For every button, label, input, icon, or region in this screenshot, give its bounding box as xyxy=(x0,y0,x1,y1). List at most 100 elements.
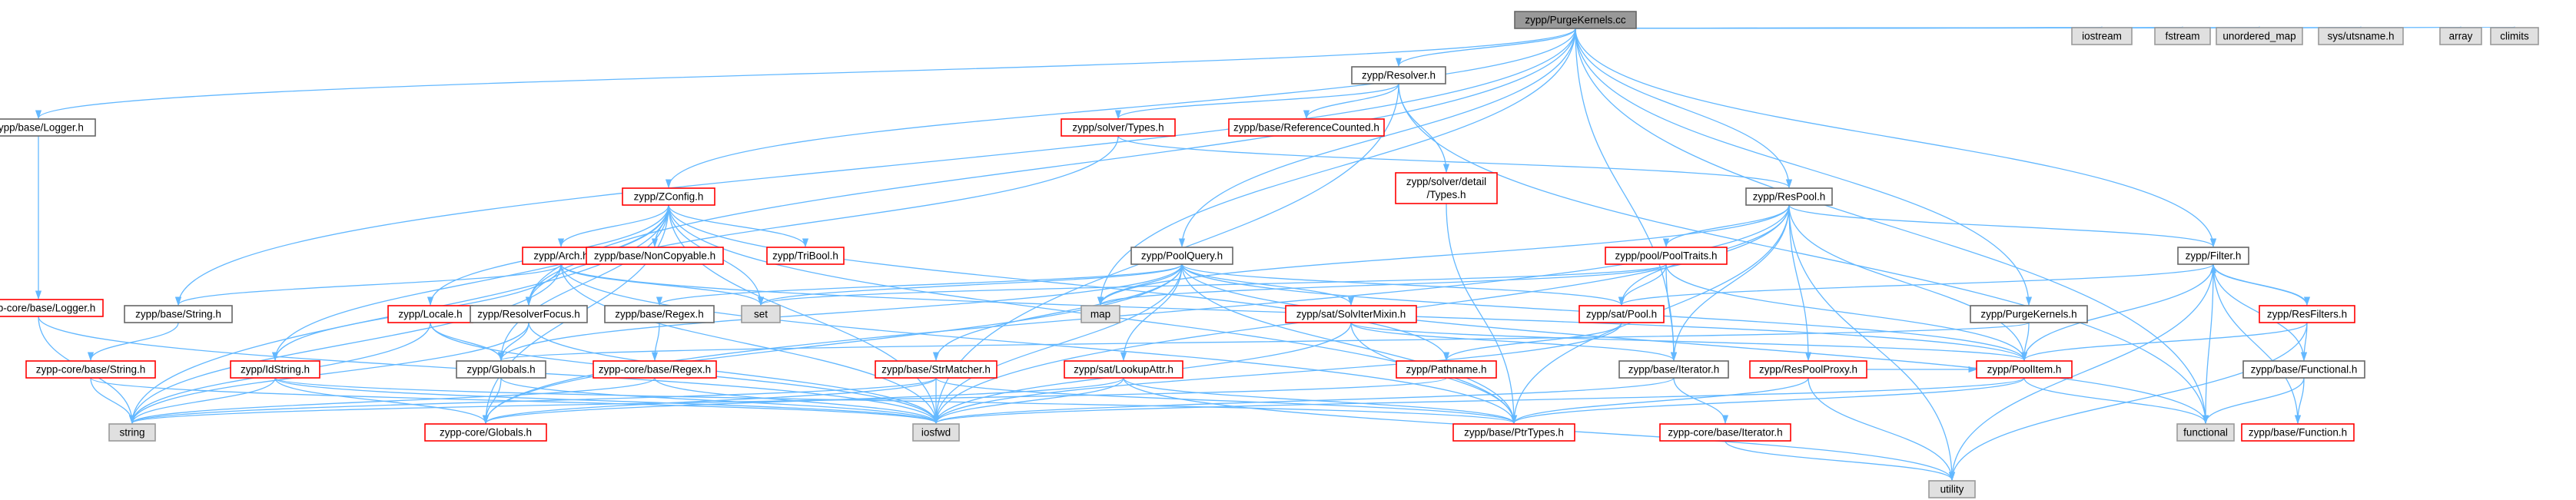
node-solvitermixin[interactable]: zypp/sat/SolvIterMixin.h xyxy=(1285,305,1417,323)
node-box-corelogger xyxy=(0,299,104,317)
node-poolquery[interactable]: zypp/PoolQuery.h xyxy=(1130,247,1233,265)
node-box-zconfig xyxy=(622,187,715,206)
edge-string-to-corestring xyxy=(87,322,179,362)
node-pathname[interactable]: zypp/Pathname.h xyxy=(1396,360,1497,379)
node-box-satpool xyxy=(1578,305,1665,323)
node-box-utility xyxy=(1928,480,1976,498)
nodes-layer: zypp/PurgeKernels.cc zypp/base/Logger.h zy… xyxy=(0,11,2539,498)
node-coreiterator[interactable]: zypp-core/base/Iterator.h xyxy=(1659,423,1791,442)
node-refcounted[interactable]: zypp/base/ReferenceCounted.h xyxy=(1228,118,1385,137)
edge-poolquery-to-regex xyxy=(656,263,1183,306)
node-tribool[interactable]: zypp/TriBool.h xyxy=(766,247,845,265)
node-label-coreiterator: zypp-core/base/Iterator.h xyxy=(1668,427,1782,439)
edge-poolquery-to-lookupattr xyxy=(1120,263,1183,362)
node-label-fstream: fstream xyxy=(2165,31,2199,42)
node-arch[interactable]: zypp/Arch.h xyxy=(522,247,600,265)
edge-solvitermixin-to-iterator xyxy=(1350,322,1677,362)
node-climits: climits xyxy=(2490,27,2539,45)
node-label-idstring: zypp/IdString.h xyxy=(241,364,310,376)
node-corestring[interactable]: zypp-core/base/String.h xyxy=(25,360,156,379)
node-strmatcher[interactable]: zypp/base/StrMatcher.h xyxy=(875,360,998,379)
node-box-set xyxy=(741,305,781,323)
edge-idstring-to-stdstring xyxy=(128,377,276,425)
node-respool[interactable]: zypp/ResPool.h xyxy=(1745,187,1833,206)
node-globals[interactable]: zypp/Globals.h xyxy=(456,360,546,379)
node-purgekernels[interactable]: zypp/PurgeKernels.h xyxy=(1970,305,2088,323)
node-ptrtypes[interactable]: zypp/base/PtrTypes.h xyxy=(1452,423,1575,442)
node-box-ptrtypes xyxy=(1452,423,1575,442)
node-zconfig[interactable]: zypp/ZConfig.h xyxy=(622,187,715,206)
node-label-refcounted: zypp/base/ReferenceCounted.h xyxy=(1233,122,1379,134)
edge-purgekernels-to-poolitem xyxy=(2020,322,2030,362)
node-coreglobals[interactable]: zypp-core/Globals.h xyxy=(424,423,547,442)
node-label-filter: zypp/Filter.h xyxy=(2186,250,2242,262)
node-function_h[interactable]: zypp/base/Function.h xyxy=(2241,423,2355,442)
edge-corestring-to-stdstring xyxy=(90,377,136,425)
node-set: set xyxy=(741,305,781,323)
node-label-iostream: iostream xyxy=(2082,31,2122,42)
node-detailtypes[interactable]: zypp/solver/detail/Types.h xyxy=(1395,172,1498,204)
edge-filter-to-functional xyxy=(2202,263,2214,425)
node-satpool[interactable]: zypp/sat/Pool.h xyxy=(1578,305,1665,323)
edge-pooltraits-to-poolitem xyxy=(1665,263,2028,362)
node-box-resolverfocus xyxy=(470,305,588,323)
edge-poolquery-to-solvitermixin xyxy=(1181,263,1355,306)
edge-poolquery-to-set xyxy=(758,263,1183,306)
node-idstring[interactable]: zypp/IdString.h xyxy=(230,360,320,379)
node-box-iostream xyxy=(2071,27,2133,45)
node-locale[interactable]: zypp/Locale.h xyxy=(387,305,473,323)
node-box-refcounted xyxy=(1228,118,1385,137)
node-box-unordered_map xyxy=(2216,27,2303,45)
node-label-utsname: sys/utsname.h xyxy=(2327,31,2394,42)
node-box-pathname xyxy=(1396,360,1497,379)
node-noncopyable[interactable]: zypp/base/NonCopyable.h xyxy=(586,247,724,265)
node-label-zconfig: zypp/ZConfig.h xyxy=(634,191,704,203)
node-poolitem[interactable]: zypp/PoolItem.h xyxy=(1976,360,2073,379)
edge-arch-to-ptrtypes xyxy=(560,263,1517,425)
node-filter[interactable]: zypp/Filter.h xyxy=(2177,247,2249,265)
edge-zconfig-to-pathname xyxy=(668,204,1449,362)
edge-filter-to-function_h xyxy=(2213,263,2302,425)
node-label-functional: functional xyxy=(2183,427,2228,439)
edge-pathname-to-stdstring xyxy=(129,377,1447,425)
node-box-respoolproxy xyxy=(1749,360,1867,379)
node-label-strmatcher: zypp/base/StrMatcher.h xyxy=(881,364,991,376)
node-map: map xyxy=(1081,305,1120,323)
node-iterator[interactable]: zypp/base/Iterator.h xyxy=(1618,360,1729,379)
node-respoolproxy[interactable]: zypp/ResPoolProxy.h xyxy=(1749,360,1867,379)
node-lookupattr[interactable]: zypp/sat/LookupAttr.h xyxy=(1064,360,1183,379)
node-regex[interactable]: zypp/base/Regex.h xyxy=(604,305,715,323)
node-logger[interactable]: zypp/base/Logger.h xyxy=(0,118,96,137)
node-resolver[interactable]: zypp/Resolver.h xyxy=(1351,66,1446,84)
edge-resolverfocus-to-globals xyxy=(497,322,529,362)
node-root[interactable]: zypp/PurgeKernels.cc xyxy=(1514,11,1637,29)
node-label-detailtypes: /Types.h xyxy=(1426,189,1466,200)
node-box-purgekernels xyxy=(1970,305,2088,323)
node-label-noncopyable: zypp/base/NonCopyable.h xyxy=(594,250,715,262)
node-corelogger[interactable]: zypp-core/base/Logger.h xyxy=(0,299,104,317)
node-label-logger: zypp/base/Logger.h xyxy=(0,122,84,134)
edge-strmatcher-to-stdstring xyxy=(129,377,937,425)
node-coreregex[interactable]: zypp-core/base/Regex.h xyxy=(593,360,717,379)
node-label-iterator: zypp/base/Iterator.h xyxy=(1628,364,1720,376)
edge-arch-to-stdstring xyxy=(128,263,562,425)
node-resfilters[interactable]: zypp/ResFilters.h xyxy=(2259,305,2355,323)
node-resolverfocus[interactable]: zypp/ResolverFocus.h xyxy=(470,305,588,323)
node-box-map xyxy=(1081,305,1120,323)
node-functional_h[interactable]: zypp/base/Functional.h xyxy=(2242,360,2365,379)
node-pooltraits[interactable]: zypp/pool/PoolTraits.h xyxy=(1605,247,1728,265)
node-box-solvitermixin xyxy=(1285,305,1417,323)
edge-iterator-to-iosfwd xyxy=(933,377,1675,425)
node-label-regex: zypp/base/Regex.h xyxy=(615,309,704,320)
edge-regex-to-coreregex xyxy=(651,322,660,362)
node-label-root: zypp/PurgeKernels.cc xyxy=(1525,15,1626,26)
node-label-locale: zypp/Locale.h xyxy=(398,309,462,320)
edge-resfilters-to-poolitem xyxy=(2021,322,2308,362)
edge-arch-to-set xyxy=(560,263,764,306)
edge-solvitermixin-to-poolitem xyxy=(1350,322,2027,362)
node-label-poolitem: zypp/PoolItem.h xyxy=(1987,364,2062,376)
node-solvertypes[interactable]: zypp/solver/Types.h xyxy=(1061,118,1176,137)
node-label-unordered_map: unordered_map xyxy=(2222,31,2295,42)
node-string[interactable]: zypp/base/String.h xyxy=(124,305,233,323)
edge-root-to-filter xyxy=(1575,28,2217,248)
